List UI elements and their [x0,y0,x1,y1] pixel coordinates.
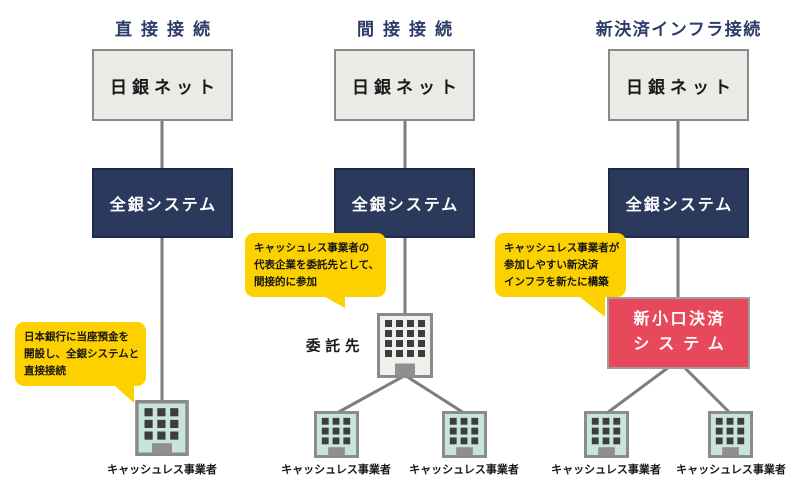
callout-new-infra: キャッシュレス事業者が 参加しやすい新決済 インフラを新たに構築 [495,233,627,298]
label-intermediary: 委託先 [306,339,365,355]
new-retail-payment-system-box: 新小口決済 システム [607,297,750,369]
building-icon-intermediary [377,313,433,378]
zengin-system-box-direct: 全銀システム [92,168,233,238]
bojnet-box-indirect: 日銀ネット [334,49,475,121]
building-icon-cashless-direct [135,400,189,456]
label-cashless-operator: キャッシュレス事業者 [409,464,519,476]
heading-direct-connection: 直接接続 [115,20,219,39]
label-cashless-operator: キャッシュレス事業者 [107,464,217,476]
building-icon-cashless-indirect-left [314,411,359,458]
building-icon-cashless-indirect-right [442,411,487,458]
heading-new-infra-connection: 新決済インフラ接続 [595,20,762,39]
bojnet-box-direct: 日銀ネット [92,49,233,121]
zengin-system-box-indirect: 全銀システム [334,168,475,238]
new-system-label-line1: 新小口決済 [633,311,726,329]
label-cashless-operator: キャッシュレス事業者 [551,464,661,476]
label-cashless-operator: キャッシュレス事業者 [281,464,391,476]
callout-direct: 日本銀行に当座預金を 開設し、全銀システムと 直接接続 [15,322,147,387]
heading-indirect-connection: 間接接続 [357,20,461,39]
callout-indirect: キャッシュレス事業者の 代表企業を委託先として、 間接的に参加 [245,233,387,298]
zengin-system-box-new-infra: 全銀システム [608,168,749,238]
bojnet-box-new-infra: 日銀ネット [608,49,749,121]
new-system-label-line2: システム [633,336,733,353]
building-icon-cashless-newinfra-right [708,411,753,458]
label-cashless-operator: キャッシュレス事業者 [676,464,786,476]
building-icon-cashless-newinfra-left [584,411,629,458]
